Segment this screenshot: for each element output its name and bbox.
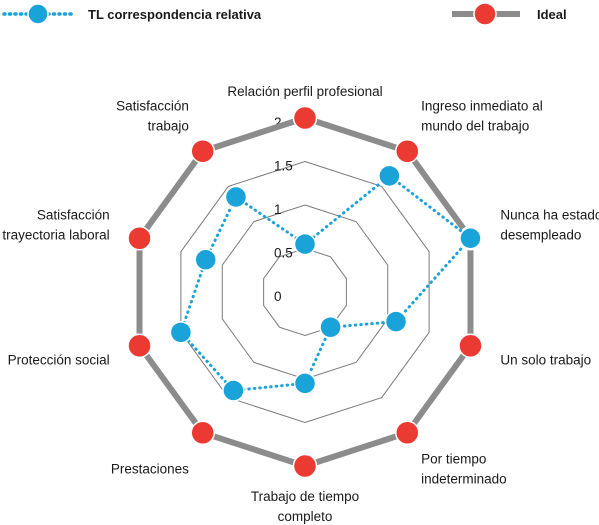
- tick-label: 1: [274, 202, 282, 217]
- axis-label-9: Satisfacción: [116, 99, 189, 114]
- legend-ideal-marker: [473, 2, 497, 26]
- legend: TL correspondencia relativa Ideal: [2, 2, 567, 26]
- axis-label-8: Satisfacción: [37, 208, 110, 223]
- grid-ring-1: [263, 247, 347, 337]
- axis-label-8: trayectoria laboral: [2, 228, 109, 243]
- axis-label-4: Por tiempo: [421, 451, 486, 466]
- axis-label-1: Ingreso inmediato al: [421, 99, 543, 114]
- legend-tl-label: TL correspondencia relativa: [88, 7, 262, 22]
- series-1: [127, 105, 483, 479]
- grid-ring-2: [221, 204, 389, 380]
- series-point-0-6: [222, 379, 245, 402]
- series-point-1-8: [127, 225, 152, 251]
- legend-ideal-label: Ideal: [537, 7, 567, 22]
- radial-ticks: 0 0.5 1 1.5 2: [274, 115, 293, 304]
- legend-tl-marker: [27, 3, 49, 25]
- axis-label-7: Protección social: [8, 352, 110, 367]
- axis-label-9: trabajo: [148, 119, 189, 134]
- series-point-1-3: [458, 333, 483, 359]
- series-point-0-9: [224, 185, 248, 209]
- series-point-0-3: [384, 310, 408, 333]
- data-series: [127, 105, 483, 479]
- series-line-1: [136, 115, 474, 469]
- series-0: [169, 164, 482, 402]
- axis-label-0: Relación perfil profesional: [227, 84, 382, 99]
- tick-label: 0.5: [274, 246, 293, 261]
- axis-label-4: indeterminado: [421, 471, 507, 486]
- axis-label-1: mundo del trabajo: [421, 119, 529, 134]
- axis-label-6: Prestaciones: [111, 461, 189, 476]
- series-point-0-1: [378, 164, 401, 188]
- series-point-1-5: [292, 453, 318, 479]
- series-point-0-2: [459, 226, 482, 250]
- series-point-0-0: [293, 232, 317, 256]
- series-point-0-8: [194, 248, 217, 271]
- tick-label: 0: [274, 289, 282, 304]
- series-point-1-7: [127, 333, 152, 359]
- series-point-0-4: [319, 315, 342, 339]
- legend-item-ideal: Ideal: [452, 2, 567, 26]
- series-point-1-4: [395, 420, 420, 446]
- series-point-1-9: [190, 138, 215, 164]
- tick-label: 1.5: [274, 159, 293, 174]
- series-point-0-7: [169, 321, 193, 344]
- axis-label-2: Nunca ha estado: [500, 208, 599, 223]
- axis-label-2: desempleado: [500, 228, 581, 243]
- series-line-0: [179, 174, 472, 393]
- series-point-1-1: [395, 138, 420, 164]
- grid-ring-3: [180, 160, 430, 424]
- axis-label-5: Trabajo de tiempo: [251, 489, 359, 504]
- axis-label-3: Un solo trabajo: [500, 352, 591, 367]
- tick-label: 2: [274, 115, 282, 130]
- series-point-1-0: [292, 105, 318, 131]
- axis-label-5: completo: [278, 509, 333, 524]
- legend-item-tl: TL correspondencia relativa: [2, 3, 262, 25]
- series-point-0-5: [293, 372, 317, 395]
- series-point-1-6: [190, 420, 215, 446]
